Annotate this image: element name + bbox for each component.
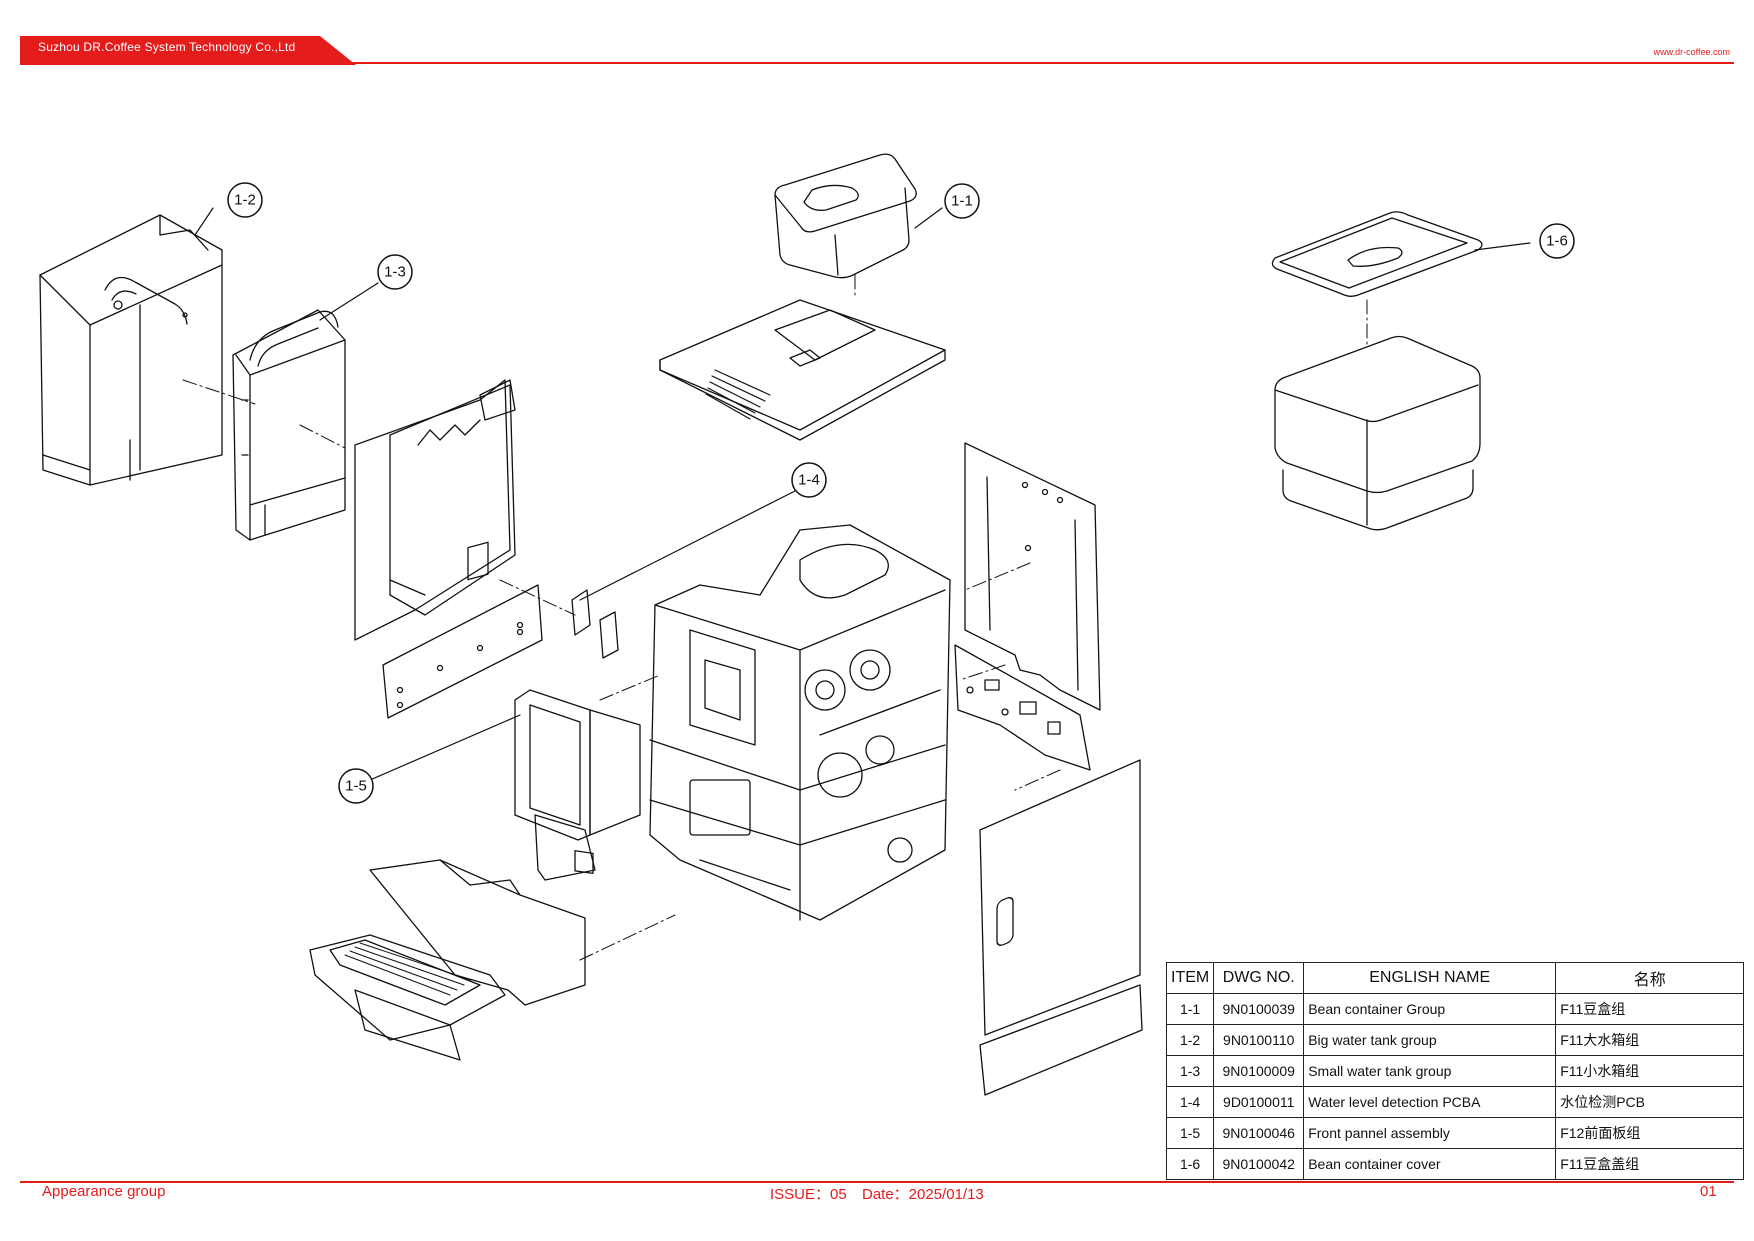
small-water-tank-part — [232, 309, 346, 541]
table-row: 1-2 9N0100110 Big water tank group F11大水… — [1165, 1024, 1745, 1056]
bom-header-english-name: ENGLISH NAME — [1303, 962, 1557, 994]
right-rear-panel-part — [964, 442, 1101, 711]
bom-header-chinese-name: 名称 — [1555, 962, 1745, 994]
callout-1-3-label: 1-3 — [384, 264, 406, 281]
front-panel-assembly-part — [514, 689, 641, 881]
big-water-tank-part — [39, 214, 223, 486]
callout-1-1-circle — [944, 183, 980, 219]
bom-chinese-name-cell: F12前面板组 — [1555, 1117, 1745, 1149]
bom-chinese-name-cell: F11豆盒组 — [1555, 993, 1745, 1025]
top-cover-part — [659, 299, 946, 441]
callout-1-5-label: 1-5 — [345, 778, 367, 795]
bom-dwg-cell: 9N0100046 — [1213, 1117, 1305, 1149]
callout-leaders — [194, 207, 1531, 781]
header-band — [20, 36, 356, 65]
bom-chinese-name-cell: F11小水箱组 — [1555, 1055, 1745, 1087]
bom-dwg-cell: 9N0100009 — [1213, 1055, 1305, 1087]
callout-1-2-circle — [227, 182, 263, 218]
bean-container-cover-part — [1271, 211, 1483, 297]
bom-header-item: ITEM — [1165, 962, 1215, 994]
bom-dwg-cell: 9N0100042 — [1213, 1148, 1305, 1180]
callout-1-6-circle — [1539, 223, 1575, 259]
callout-markers — [227, 182, 1575, 804]
bom-item-cell: 1-4 — [1165, 1086, 1215, 1118]
table-row: 1-3 9N0100009 Small water tank group F11… — [1165, 1055, 1745, 1087]
callout-1-4-label: 1-4 — [798, 472, 820, 489]
bom-english-name-cell: Bean container cover — [1303, 1148, 1557, 1180]
callout-1-5-circle — [338, 768, 374, 804]
bean-container-base-part — [1274, 335, 1481, 531]
bill-of-materials-table: ITEM DWG NO. ENGLISH NAME 名称 1-1 9N01000… — [1165, 962, 1745, 1180]
bom-english-name-cell: Front pannel assembly — [1303, 1117, 1557, 1149]
bean-container-part — [774, 153, 917, 279]
bom-english-name-cell: Bean container Group — [1303, 993, 1557, 1025]
drip-tray-part — [309, 859, 586, 1061]
callout-1-1-label: 1-1 — [951, 193, 973, 210]
bom-header-row: ITEM DWG NO. ENGLISH NAME 名称 — [1165, 962, 1745, 994]
bom-dwg-cell: 9D0100011 — [1213, 1086, 1305, 1118]
page-number: 01 — [1700, 1183, 1717, 1200]
bom-dwg-cell: 9N0100039 — [1213, 993, 1305, 1025]
callout-1-3-circle — [377, 254, 413, 290]
bom-dwg-cell: 9N0100110 — [1213, 1024, 1305, 1056]
bom-item-cell: 1-5 — [1165, 1117, 1215, 1149]
bom-item-cell: 1-1 — [1165, 993, 1215, 1025]
bom-chinese-name-cell: 水位检测PCB — [1555, 1086, 1745, 1118]
table-row: 1-6 9N0100042 Bean container cover F11豆盒… — [1165, 1148, 1745, 1180]
control-pcb-part — [954, 644, 1091, 771]
callout-1-4-circle — [791, 462, 827, 498]
water-level-pcba-part — [571, 589, 619, 659]
website-link[interactable]: www.dr-coffee.com — [1653, 47, 1730, 57]
bom-chinese-name-cell: F11大水箱组 — [1555, 1024, 1745, 1056]
header-divider — [340, 62, 1734, 64]
document-title: Appearance group — [42, 1183, 166, 1200]
bom-chinese-name-cell: F11豆盒盖组 — [1555, 1148, 1745, 1180]
bom-english-name-cell: Small water tank group — [1303, 1055, 1557, 1087]
bom-header-dwg: DWG NO. — [1213, 962, 1305, 994]
rear-cover-plate-part — [382, 584, 543, 719]
bom-english-name-cell: Big water tank group — [1303, 1024, 1557, 1056]
callout-1-6-label: 1-6 — [1546, 233, 1568, 250]
bom-english-name-cell: Water level detection PCBA — [1303, 1086, 1557, 1118]
callout-1-2-label: 1-2 — [234, 192, 256, 209]
right-side-door-part — [979, 759, 1143, 1096]
assembly-guide-lines — [182, 274, 1368, 961]
bom-item-cell: 1-6 — [1165, 1148, 1215, 1180]
company-name: Suzhou DR.Coffee System Technology Co.,L… — [38, 40, 296, 54]
table-row: 1-1 9N0100039 Bean container Group F11豆盒… — [1165, 993, 1745, 1025]
footer-divider — [20, 1181, 1734, 1183]
main-machine-body-part — [649, 524, 951, 921]
table-row: 1-4 9D0100011 Water level detection PCBA… — [1165, 1086, 1745, 1118]
bom-item-cell: 1-3 — [1165, 1055, 1215, 1087]
issue-number: ISSUE：05 — [770, 1186, 847, 1203]
left-side-panel-part — [354, 379, 516, 641]
table-row: 1-5 9N0100046 Front pannel assembly F12前… — [1165, 1117, 1745, 1149]
issue-date: Date：2025/01/13 — [862, 1186, 984, 1203]
bom-item-cell: 1-2 — [1165, 1024, 1215, 1056]
